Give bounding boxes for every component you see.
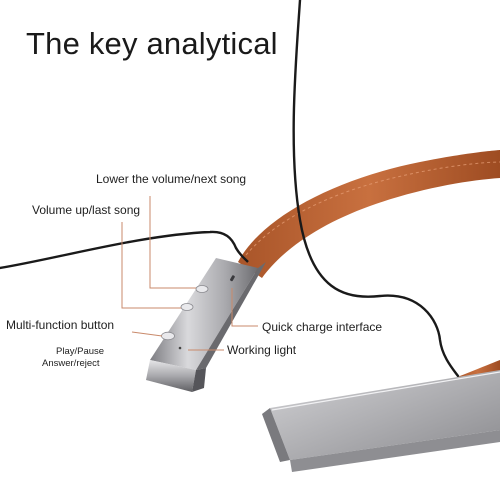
working-light-label: Working light bbox=[227, 343, 297, 357]
right-earpiece bbox=[262, 370, 500, 472]
quick-charge-label: Quick charge interface bbox=[262, 320, 383, 334]
play-pause-label: Play/Pause bbox=[56, 346, 105, 357]
cable-top bbox=[292, 0, 460, 378]
lower-volume-label: Lower the volume/next song bbox=[96, 172, 247, 186]
answer-reject-label: Answer/reject bbox=[42, 358, 100, 369]
volume-up-label: Volume up/last song bbox=[32, 203, 141, 217]
control-unit bbox=[146, 258, 266, 392]
multi-function-label: Multi-function button bbox=[6, 318, 115, 332]
cable-left bbox=[0, 230, 238, 270]
leader-lines bbox=[121, 196, 258, 351]
leather-strap bbox=[238, 150, 500, 278]
page-title: The key analytical bbox=[26, 26, 278, 61]
